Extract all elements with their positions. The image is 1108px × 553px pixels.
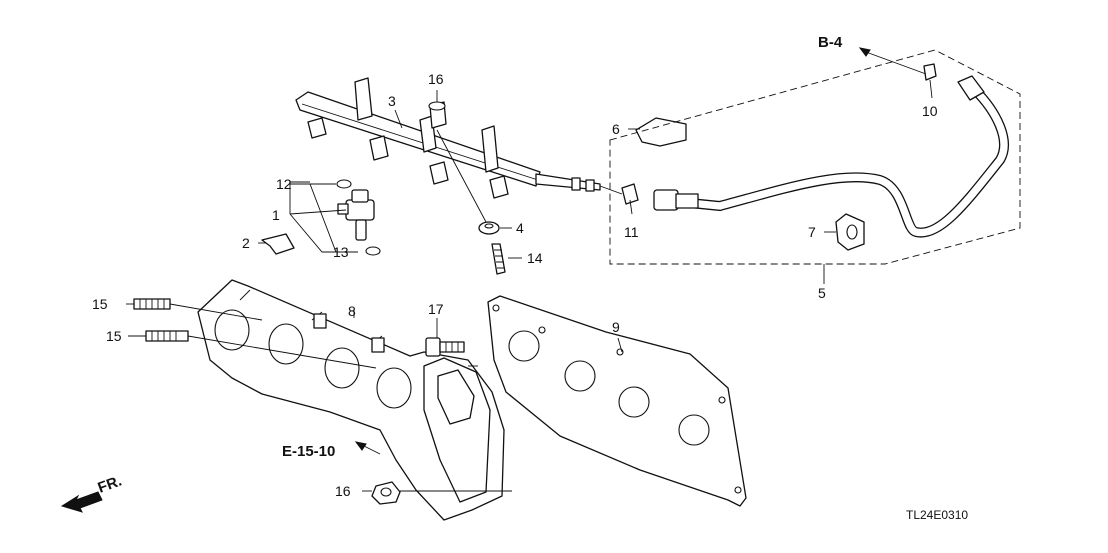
part-label: 15 [92,296,108,312]
part-label: 5 [818,285,826,301]
stud-bolt-lower [145,330,189,342]
o-ring-lower [365,246,381,256]
injector-group-bracket [289,181,358,253]
clamp-10 [923,63,937,81]
clamp-7 [835,213,865,251]
part-label: 9 [612,319,620,335]
part-label: 17 [428,301,444,317]
part-label: 16 [335,483,351,499]
reference-e1510: E-15-10 [282,443,335,460]
part-label: 13 [333,244,349,260]
part-label: 6 [612,121,620,137]
b4-arrowhead [858,47,871,57]
flange-nut [371,481,401,505]
cushion-top [428,101,447,129]
front-label: FR. [96,473,125,497]
part-label: 8 [348,303,356,319]
part-label: 16 [428,71,444,87]
part-label: 4 [516,220,524,236]
intake-manifold [197,279,505,521]
feed-pipe-frame [609,49,1021,265]
reference-b4: B-4 [818,34,843,51]
o-ring-upper [336,179,352,189]
clamp-11 [621,183,639,205]
stud-bolt-upper [133,298,171,310]
injector-clip [261,233,295,255]
flange-bolt [425,337,465,357]
part-label: 7 [808,224,816,240]
part-label: 2 [242,235,250,251]
leader-lines [126,51,933,492]
part-label: 14 [527,250,543,266]
fuel-feed-pipe [653,75,1009,238]
collar [478,221,500,235]
part-label: 11 [624,224,639,240]
e1510-arrowhead [354,441,367,451]
stud-bolt-14 [491,243,506,275]
part-label: 1 [272,207,280,223]
part-label: 15 [106,328,122,344]
part-label: 10 [922,103,938,119]
front-arrow [60,491,103,513]
injector [337,189,375,241]
cover [635,117,687,147]
diagram-code: TL24E0310 [906,508,968,522]
fuel-rail [295,77,601,199]
part-label: 3 [388,93,396,109]
intake-gasket [487,295,747,507]
part-label: 12 [276,176,292,192]
